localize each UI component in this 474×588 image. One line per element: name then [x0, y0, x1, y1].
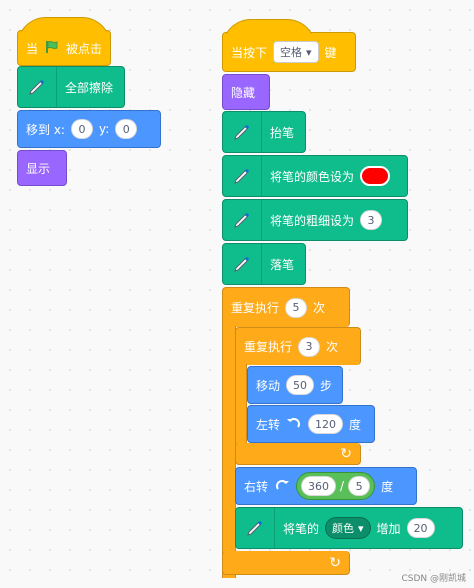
- set-pen-size-label: 将笔的粗细设为: [270, 213, 355, 228]
- turn-left-degrees-input[interactable]: 120: [308, 414, 344, 434]
- chevron-down-icon: ▾: [306, 45, 312, 59]
- repeat-inner-count-input[interactable]: 3: [298, 336, 321, 357]
- chevron-down-icon: ▾: [358, 521, 364, 535]
- pen-up-block[interactable]: 抬笔: [222, 111, 306, 153]
- repeat-outer-wall: [222, 326, 236, 578]
- divide-operator-block[interactable]: 360 / 5: [296, 472, 376, 500]
- pen-icon: [223, 244, 262, 284]
- change-pen-middle: 增加: [376, 521, 401, 536]
- when-key-prefix: 当按下: [231, 45, 268, 60]
- when-key-suffix: 键: [324, 45, 337, 60]
- pen-icon: [223, 156, 262, 196]
- hide-label: 隐藏: [231, 85, 256, 100]
- repeat-inner-block[interactable]: 重复执行 3 次: [235, 327, 361, 365]
- pen-color-swatch[interactable]: [360, 166, 391, 186]
- goto-xy-block[interactable]: 移到 x: 0 y: 0: [17, 110, 161, 148]
- when-flag-clicked-block[interactable]: 当 被点击: [17, 30, 111, 66]
- set-pen-size-block[interactable]: 将笔的粗细设为 3: [222, 199, 408, 241]
- turn-left-block[interactable]: 左转 120 度: [247, 405, 375, 443]
- change-pen-value-input[interactable]: 20: [406, 518, 435, 538]
- clear-all-block[interactable]: 全部擦除: [17, 66, 125, 108]
- repeat-outer-count-input[interactable]: 5: [285, 297, 308, 318]
- watermark: CSDN @刚凯城: [401, 574, 466, 584]
- repeat-inner-suffix: 次: [326, 340, 339, 354]
- rotate-left-icon: [286, 415, 302, 434]
- repeat-outer-label: 重复执行: [231, 301, 280, 315]
- pen-param-value: 颜色: [332, 522, 355, 535]
- key-value: 空格: [280, 46, 303, 59]
- key-dropdown[interactable]: 空格 ▾: [273, 41, 319, 63]
- change-pen-prefix: 将笔的: [283, 521, 320, 536]
- pen-down-block[interactable]: 落笔: [222, 243, 306, 285]
- set-pen-color-label: 将笔的颜色设为: [270, 169, 355, 184]
- when-key-pressed-block[interactable]: 当按下 空格 ▾ 键: [222, 32, 356, 72]
- divide-denominator-input[interactable]: 5: [348, 476, 371, 496]
- repeat-inner-bottom: ↻: [235, 443, 361, 465]
- turn-left-suffix: 度: [349, 417, 362, 432]
- when-label: 当: [26, 41, 39, 56]
- x-input[interactable]: 0: [70, 119, 93, 139]
- repeat-outer-suffix: 次: [313, 301, 326, 315]
- pen-icon: [223, 200, 262, 240]
- move-steps-input[interactable]: 50: [286, 375, 315, 395]
- pen-icon: [236, 508, 275, 548]
- clear-all-label: 全部擦除: [65, 80, 114, 95]
- change-pen-param-block[interactable]: 将笔的 颜色 ▾ 增加 20: [235, 507, 463, 549]
- divide-numerator-input[interactable]: 360: [301, 476, 337, 496]
- pen-icon: [223, 112, 262, 152]
- show-label: 显示: [26, 161, 51, 176]
- pen-down-label: 落笔: [270, 257, 295, 272]
- pen-icon: [18, 67, 57, 107]
- y-label: y:: [98, 122, 110, 136]
- move-suffix: 步: [320, 378, 333, 393]
- set-pen-color-block[interactable]: 将笔的颜色设为: [222, 155, 408, 197]
- repeat-outer-block[interactable]: 重复执行 5 次: [222, 287, 350, 327]
- goto-label: 移到 x:: [26, 122, 65, 137]
- y-input[interactable]: 0: [115, 119, 138, 139]
- loop-arrow-icon: ↻: [329, 554, 341, 571]
- move-steps-block[interactable]: 移动 50 步: [247, 366, 343, 404]
- pen-param-dropdown[interactable]: 颜色 ▾: [325, 517, 371, 539]
- loop-arrow-icon: ↻: [340, 445, 352, 462]
- pen-size-input[interactable]: 3: [360, 210, 383, 230]
- turn-right-suffix: 度: [381, 479, 394, 494]
- turn-right-label: 右转: [244, 479, 269, 494]
- clicked-label: 被点击: [66, 41, 103, 56]
- repeat-inner-wall: [235, 364, 247, 444]
- hide-block[interactable]: 隐藏: [222, 74, 270, 110]
- rotate-right-icon: [274, 477, 290, 496]
- pen-up-label: 抬笔: [270, 125, 295, 140]
- move-label: 移动: [256, 378, 281, 393]
- show-block[interactable]: 显示: [17, 150, 67, 186]
- green-flag-icon: [44, 39, 60, 58]
- divide-symbol: /: [340, 479, 345, 493]
- repeat-inner-label: 重复执行: [244, 340, 293, 354]
- repeat-outer-bottom: ↻: [222, 551, 350, 575]
- turn-left-label: 左转: [256, 417, 281, 432]
- turn-right-block[interactable]: 右转 360 / 5 度: [235, 467, 417, 505]
